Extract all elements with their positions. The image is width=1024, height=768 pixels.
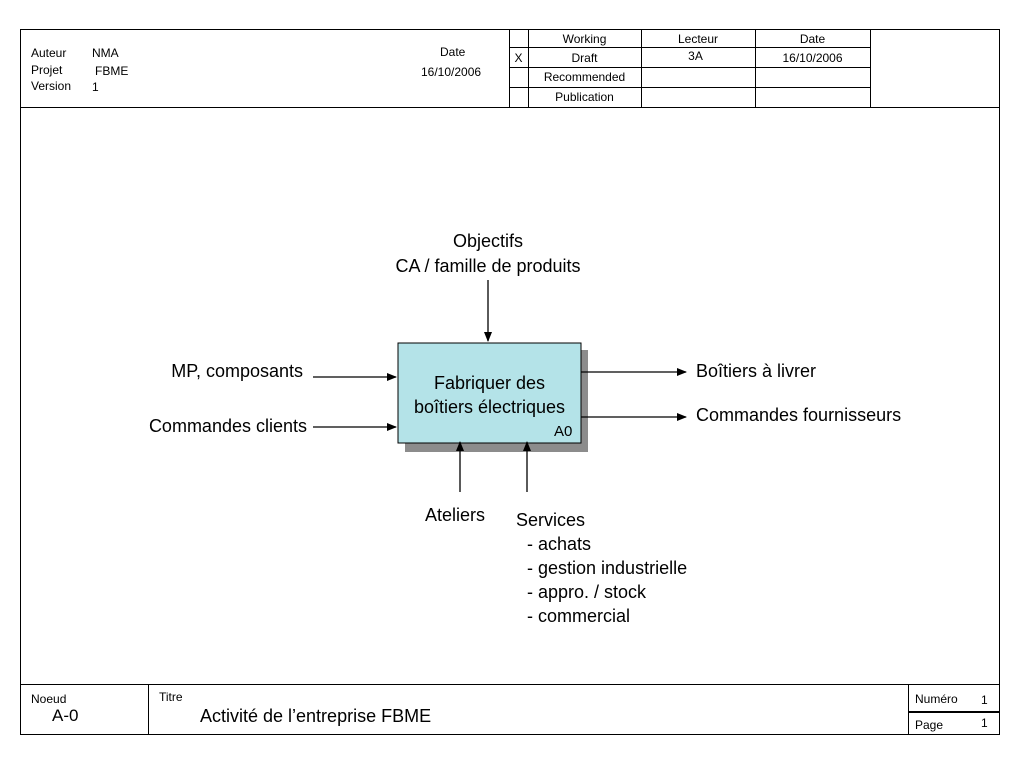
projet-label: Projet [31,63,63,77]
header-divider-1 [509,29,510,107]
page-frame [20,29,1000,735]
date-label: Date [440,45,466,59]
footer-numero-rule [908,711,1000,713]
input-label-1: MP, composants [171,361,303,381]
footer-top-rule [20,684,1000,685]
header-row-rule-1 [509,47,871,48]
activity-box [397,342,582,444]
page-label: Page [915,718,944,732]
control-label-line1: Objectifs [452,231,524,251]
projet-value: FBME [95,64,129,78]
mechanism-item: - gestion industrielle [527,558,688,578]
noeud-value: A-0 [52,706,79,725]
mechanism-label-2: Services - achats - gestion industrielle… [516,508,687,628]
header-row-rule-3 [509,87,871,88]
mechanism-item: - commercial [527,606,631,626]
lecteur-value: 3A [688,49,703,63]
mechanism-item: - appro. / stock [527,582,647,602]
activity-label-line2: boîtiers électriques [413,397,566,417]
mechanism-label-1: Ateliers [425,505,486,525]
page-value: 1 [981,716,988,730]
reader-date-value: 16/10/2006 [782,51,843,65]
version-value: 1 [92,80,99,94]
header-row-rule-2 [509,67,871,68]
auteur-label: Auteur [31,46,67,60]
date-value: 16/10/2006 [421,65,482,79]
activity-id: A0 [554,423,573,440]
status-publication: Publication [555,90,614,104]
activity-label-line1: Fabriquer des [433,373,546,393]
lecteur-label: Lecteur [677,32,719,46]
titre-label: Titre [159,690,183,704]
noeud-label: Noeud [31,692,67,706]
mechanism-item: - achats [527,534,592,554]
control-label: Objectifs CA / famille de produits [338,229,638,279]
activity-label: Fabriquer des boîtiers électriques [398,371,581,419]
control-label-line2: CA / famille de produits [395,256,581,276]
header-divider-5 [870,29,871,107]
header-bottom-rule [20,107,1000,108]
status-draft: Draft [571,51,598,65]
status-working: Working [562,32,607,46]
auteur-value: NMA [92,46,119,60]
footer-divider-2 [908,684,909,735]
header-divider-4 [755,29,756,107]
output-label-2: Commandes fournisseurs [696,405,902,425]
header-divider-2 [528,29,529,107]
mechanism-title: Services [516,510,586,530]
output-label-1: Boîtiers à livrer [696,361,817,381]
page-title: Activité de l’entreprise FBME [200,706,432,726]
reader-date-label: Date [799,32,826,46]
numero-value: 1 [981,693,988,707]
status-mark: X [514,51,523,65]
version-label: Version [31,79,72,93]
status-recommended: Recommended [543,70,626,84]
numero-label: Numéro [915,692,958,706]
input-label-2: Commandes clients [148,416,307,436]
header-divider-3 [641,29,642,107]
footer-divider-1 [148,684,149,735]
